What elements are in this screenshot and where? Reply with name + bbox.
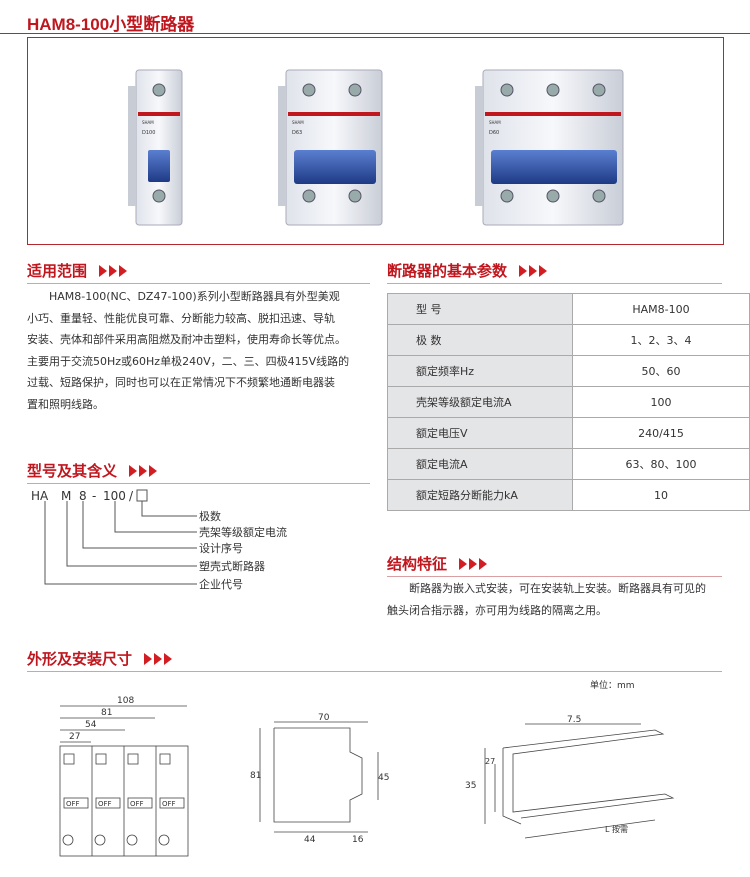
- code-8: 8: [79, 489, 87, 503]
- triple-arrow-icon: [144, 652, 174, 665]
- side-view-drawing: 70 81 45 44 16: [250, 713, 389, 842]
- scope-text: HAM8-100(NC、DZ47-100)系列小型断路器具有外型美观 小巧、重量…: [27, 290, 350, 411]
- svg-text:27: 27: [485, 757, 495, 766]
- svg-text:OFF: OFF: [162, 800, 176, 808]
- svg-text:54: 54: [85, 720, 97, 730]
- svg-text:70: 70: [318, 713, 330, 723]
- rail-drawing: 7.5 35 27 L 按需: [465, 715, 675, 839]
- svg-text:81: 81: [101, 708, 112, 718]
- breaker-2p: SHAM D63: [278, 69, 383, 226]
- structure-text: 断路器为嵌入式安装，可在安装轨上安装。断路器具有可见的 触头闭合指示器，亦可用为…: [387, 582, 706, 617]
- rating-3p: D60: [489, 130, 499, 136]
- meaning-poles: 极数: [199, 509, 221, 523]
- params-rule: [387, 283, 722, 284]
- svg-text:OFF: OFF: [66, 800, 80, 808]
- code-m: M: [61, 489, 71, 503]
- svg-text:35: 35: [465, 781, 476, 791]
- rating-1p: D100: [142, 130, 155, 136]
- svg-text:27: 27: [69, 732, 80, 742]
- meaning-type: 塑壳式断路器: [199, 559, 265, 573]
- breaker-3p: SHAM D60: [475, 69, 624, 226]
- triple-arrow-icon: [519, 264, 549, 277]
- svg-text:81: 81: [250, 771, 261, 781]
- params-heading: 断路器的基本参数: [387, 260, 549, 281]
- meaning-company: 企业代号: [199, 577, 243, 591]
- meaning-frame-current: 壳架等级额定电流: [199, 525, 287, 539]
- page-title: HAM8-100小型断路器: [27, 15, 195, 34]
- scope-heading: 适用范围: [27, 260, 129, 281]
- svg-text:OFF: OFF: [98, 800, 112, 808]
- dimensions-heading: 外形及安装尺寸: [27, 648, 174, 669]
- structure-rule: [387, 576, 722, 577]
- unit-label: 单位：mm: [590, 681, 635, 691]
- code-100: 100: [103, 489, 126, 503]
- svg-text:45: 45: [378, 773, 389, 783]
- model-heading: 型号及其含义: [27, 460, 159, 481]
- brand-2p: SHAM: [292, 120, 304, 125]
- code-dash: -: [92, 489, 96, 503]
- product-photos: SHAM D100 SHAM D63 S: [128, 69, 624, 226]
- code-ha: HA: [31, 489, 49, 503]
- rating-2p: D63: [292, 130, 302, 136]
- meaning-design-no: 设计序号: [199, 541, 243, 555]
- triple-arrow-icon: [129, 464, 159, 477]
- svg-text:OFF: OFF: [130, 800, 144, 808]
- model-rule: [27, 483, 370, 484]
- svg-text:16: 16: [352, 835, 364, 842]
- code-slash: /: [129, 489, 134, 503]
- triple-arrow-icon: [459, 557, 489, 570]
- breaker-1p: SHAM D100: [128, 69, 183, 226]
- structure-heading: 结构特征: [387, 553, 489, 574]
- svg-text:44: 44: [304, 835, 316, 842]
- triple-arrow-icon: [99, 264, 129, 277]
- svg-text:L 按需: L 按需: [605, 824, 628, 834]
- title-underline: [0, 33, 750, 34]
- front-view-drawing: 108 81 54 27 OFF OFF OFF OFF: [59, 696, 189, 857]
- svg-text:108: 108: [117, 696, 134, 706]
- brand-3p: SHAM: [489, 120, 501, 125]
- scope-rule: [27, 283, 370, 284]
- product-photo-frame: SHAM D100 SHAM D63 S: [27, 37, 724, 245]
- dimensions-rule: [27, 671, 722, 672]
- svg-text:7.5: 7.5: [567, 715, 581, 725]
- brand-1p: SHAM: [142, 120, 154, 125]
- model-code-diagram: HA M 8 - 100 / 极数 壳架等级额定电流 设计序号 塑壳式断路器 企…: [31, 489, 287, 591]
